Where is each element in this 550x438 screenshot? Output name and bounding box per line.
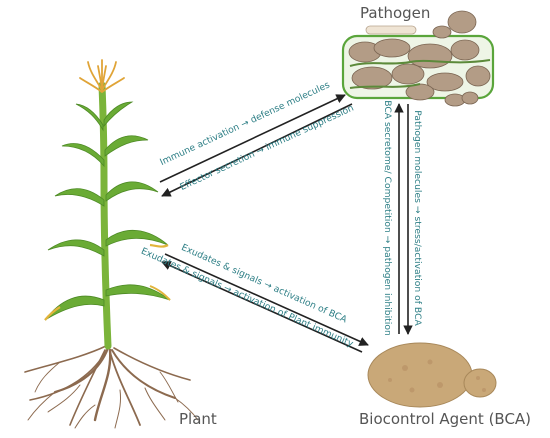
plant-leaves bbox=[44, 101, 171, 321]
plant-label: Plant bbox=[179, 410, 217, 428]
edge-label-pathogen-molecules: Pathogen molecules → stress/activation o… bbox=[412, 110, 423, 326]
arrow-plant-to-pathogen bbox=[159, 94, 346, 183]
plant-roots bbox=[24, 345, 199, 429]
edge-label-bca-secretome: BCA secretome/ Competition → pathogen in… bbox=[382, 100, 393, 336]
plant-illustration bbox=[24, 59, 199, 429]
bca-label: Biocontrol Agent (BCA) bbox=[359, 410, 532, 428]
plant-stem bbox=[98, 81, 112, 350]
arrow-plant-to-bca bbox=[164, 253, 369, 346]
plant-tassel bbox=[79, 59, 125, 93]
bca-cell bbox=[367, 342, 473, 408]
bca-illustration bbox=[367, 342, 497, 408]
arrow-bca-to-plant bbox=[161, 261, 363, 353]
pathogen-label: Pathogen bbox=[360, 4, 431, 22]
arrow-pathogen-to-plant bbox=[161, 103, 353, 197]
edge-label-exudates-plant: Exudates & signals → activation of Plant… bbox=[139, 246, 355, 350]
arrows bbox=[159, 94, 413, 353]
bca-bud bbox=[463, 368, 497, 398]
pathogen-illustration bbox=[341, 10, 495, 107]
